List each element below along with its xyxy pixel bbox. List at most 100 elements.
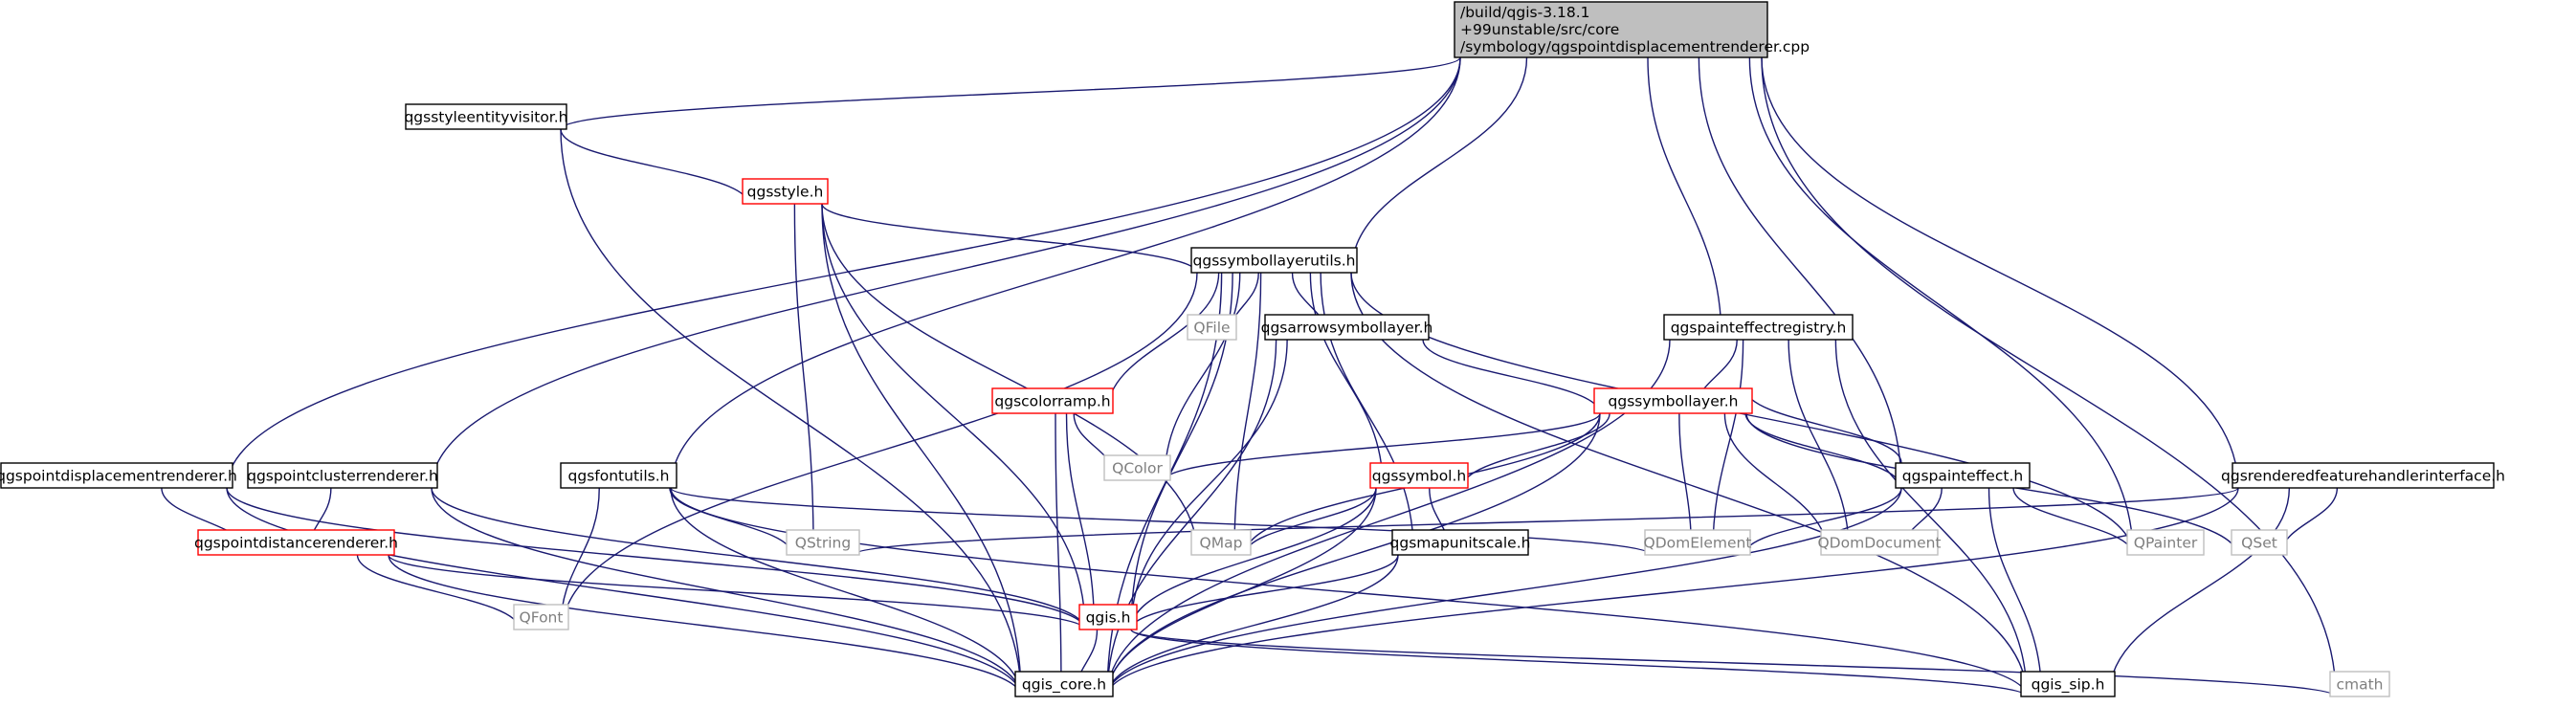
node-box bbox=[513, 604, 569, 630]
node-label: /symbology/qgspointdisplacementrenderer.… bbox=[1460, 38, 1810, 55]
edge-mapunitscale-to-qgis bbox=[1126, 554, 1399, 630]
node-box bbox=[991, 387, 1114, 414]
edge-pointdisplacementrenderer-to-qgis bbox=[226, 487, 1090, 630]
edge-root-to-pointdisplacementrenderer bbox=[222, 56, 1461, 489]
edge-painteffect-to-qgissip bbox=[1988, 487, 2046, 697]
edge-colorramp-to-qgiscore bbox=[1055, 412, 1066, 697]
node-label: QDomDocument bbox=[1817, 535, 1941, 552]
node-label: QPainter bbox=[2134, 535, 2198, 552]
node-label: QDomElement bbox=[1644, 535, 1752, 552]
edge-renderedfeaturehandler-to-qstring bbox=[849, 487, 2239, 556]
edge-qgis-to-qgissip bbox=[1130, 629, 2032, 697]
node-symbollayer[interactable]: qgssymbollayer.h bbox=[1593, 387, 1753, 414]
node-symbol[interactable]: qgssymbol.h bbox=[1369, 462, 1469, 489]
node-qgis[interactable]: qgis.h bbox=[1078, 604, 1138, 630]
node-box bbox=[1190, 529, 1252, 556]
node-label: QFile bbox=[1193, 320, 1230, 337]
node-label: qgssymbol.h bbox=[1372, 468, 1466, 485]
edge-renderedfeaturehandler-to-qgiscore bbox=[1102, 487, 2239, 697]
node-label: qgssymbollayer.h bbox=[1609, 393, 1739, 410]
node-colorramp[interactable]: qgscolorramp.h bbox=[991, 387, 1114, 414]
edge-pointdisplacementrenderer-to-qgiscore bbox=[226, 487, 1026, 697]
node-qmap: QMap bbox=[1190, 529, 1252, 556]
edge-root-to-pointclusterrenderer bbox=[427, 56, 1461, 489]
node-label: qgsarrowsymbollayer.h bbox=[1261, 320, 1433, 337]
edge-symbol-to-qmap bbox=[1240, 487, 1377, 556]
node-style[interactable]: qgsstyle.h bbox=[742, 178, 829, 205]
edge-painteffect-to-qdomelement bbox=[1740, 487, 1902, 556]
node-label: /build/qgis-3.18.1 bbox=[1460, 4, 1590, 21]
edge-root-to-renderedfeaturehandler bbox=[1761, 56, 2243, 489]
node-box bbox=[2232, 462, 2495, 489]
node-pointdisplacementrenderer[interactable]: qgspointdisplacementrenderer.h bbox=[0, 462, 237, 489]
node-label: qgspointdisplacementrenderer.h bbox=[0, 468, 237, 485]
node-box bbox=[1078, 604, 1138, 630]
node-painteffectregistry[interactable]: qgspainteffectregistry.h bbox=[1663, 314, 1854, 341]
edge-symbol-to-qgis bbox=[1126, 487, 1377, 630]
node-qdomelement: QDomElement bbox=[1644, 529, 1752, 556]
node-fontutils[interactable]: qgsfontutils.h bbox=[560, 462, 677, 489]
edge-arrowsymbollayer-to-qgis bbox=[1126, 339, 1288, 630]
edge-painteffectregistry-to-qdomelement bbox=[1708, 339, 1744, 556]
node-styleentityvisitor[interactable]: qgsstyleentityvisitor.h bbox=[404, 103, 568, 130]
node-box bbox=[1103, 454, 1171, 481]
node-pointdistancerenderer[interactable]: qgspointdistancerenderer.h bbox=[194, 529, 398, 556]
edge-style-to-qstring bbox=[793, 203, 818, 556]
node-box bbox=[1820, 529, 1939, 556]
node-label: qgscolorramp.h bbox=[994, 393, 1110, 410]
edge-fontutils-to-qdomelement bbox=[670, 487, 1655, 556]
node-qgiscore[interactable]: qgis_core.h bbox=[1014, 671, 1114, 697]
edge-root-to-painteffect bbox=[1698, 56, 1906, 489]
edge-colorramp-to-qgis bbox=[1065, 412, 1099, 630]
node-qset: QSet bbox=[2231, 529, 2288, 556]
node-box bbox=[247, 462, 438, 489]
node-box bbox=[1593, 387, 1753, 414]
edge-root-to-symbollayerutils bbox=[1346, 56, 1528, 274]
edge-pointclusterrenderer-to-qgis bbox=[431, 487, 1090, 630]
node-box bbox=[1369, 462, 1469, 489]
edge-symbollayerutils-to-qmap bbox=[1230, 272, 1262, 556]
node-box bbox=[1187, 314, 1237, 341]
node-mapunitscale[interactable]: qgsmapunitscale.h bbox=[1390, 529, 1531, 556]
edge-mapunitscale-to-qgiscore bbox=[1102, 554, 1399, 697]
node-box bbox=[1454, 1, 1768, 58]
edge-painteffect-to-qgiscore bbox=[1102, 487, 1902, 697]
edge-pointdistancerenderer-to-qgis bbox=[388, 554, 1090, 630]
node-symbollayerutils[interactable]: qgssymbollayerutils.h bbox=[1190, 247, 1358, 274]
edge-root-to-styleentityvisitor bbox=[556, 56, 1461, 130]
node-label: QColor bbox=[1112, 460, 1163, 477]
node-label: qgssymbollayerutils.h bbox=[1193, 253, 1356, 270]
edge-root-to-painteffectregistry bbox=[1647, 56, 1726, 341]
node-qstring: QString bbox=[786, 529, 860, 556]
node-qdomdocument: QDomDocument bbox=[1817, 529, 1942, 556]
node-label: QFont bbox=[520, 609, 564, 627]
node-qpainter: QPainter bbox=[2126, 529, 2205, 556]
node-renderedfeaturehandler[interactable]: qgsrenderedfeaturehandlerinterface.h bbox=[2221, 462, 2505, 489]
edge-symbollayer-to-qgiscore bbox=[1102, 412, 1601, 697]
node-pointclusterrenderer[interactable]: qgspointclusterrenderer.h bbox=[247, 462, 438, 489]
edge-symbollayerutils-to-qgissip bbox=[1350, 272, 2032, 697]
node-qfont: QFont bbox=[513, 604, 569, 630]
node-box bbox=[2126, 529, 2205, 556]
edge-arrowsymbollayer-to-symbollayer bbox=[1422, 339, 1605, 414]
node-label: QString bbox=[795, 535, 851, 552]
node-arrowsymbollayer[interactable]: qgsarrowsymbollayer.h bbox=[1261, 314, 1433, 341]
node-box bbox=[2329, 671, 2390, 697]
edge-styleentityvisitor-to-style bbox=[560, 128, 753, 205]
node-root[interactable]: /build/qgis-3.18.1+99unstable/src/core/s… bbox=[1454, 1, 1810, 58]
edge-pointdistancerenderer-to-qfont bbox=[356, 554, 524, 630]
node-painteffect[interactable]: qgspainteffect.h bbox=[1895, 462, 2031, 489]
node-label: qgspointdistancerenderer.h bbox=[194, 535, 398, 552]
node-box bbox=[197, 529, 395, 556]
node-label: qgsfontutils.h bbox=[568, 468, 670, 485]
edge-painteffect-to-symbollayer bbox=[1741, 387, 1902, 464]
node-box bbox=[0, 462, 233, 489]
node-label: qgsstyle.h bbox=[747, 184, 824, 201]
node-label: QSet bbox=[2241, 535, 2277, 552]
edge-symbollayer-to-painteffect bbox=[1744, 412, 1906, 489]
node-qfile: QFile bbox=[1187, 314, 1237, 341]
node-box bbox=[1895, 462, 2031, 489]
edge-root-to-cmath bbox=[1761, 56, 2341, 697]
node-qgissip[interactable]: qgis_sip.h bbox=[2020, 671, 2116, 697]
node-label: qgsmapunitscale.h bbox=[1390, 535, 1531, 552]
